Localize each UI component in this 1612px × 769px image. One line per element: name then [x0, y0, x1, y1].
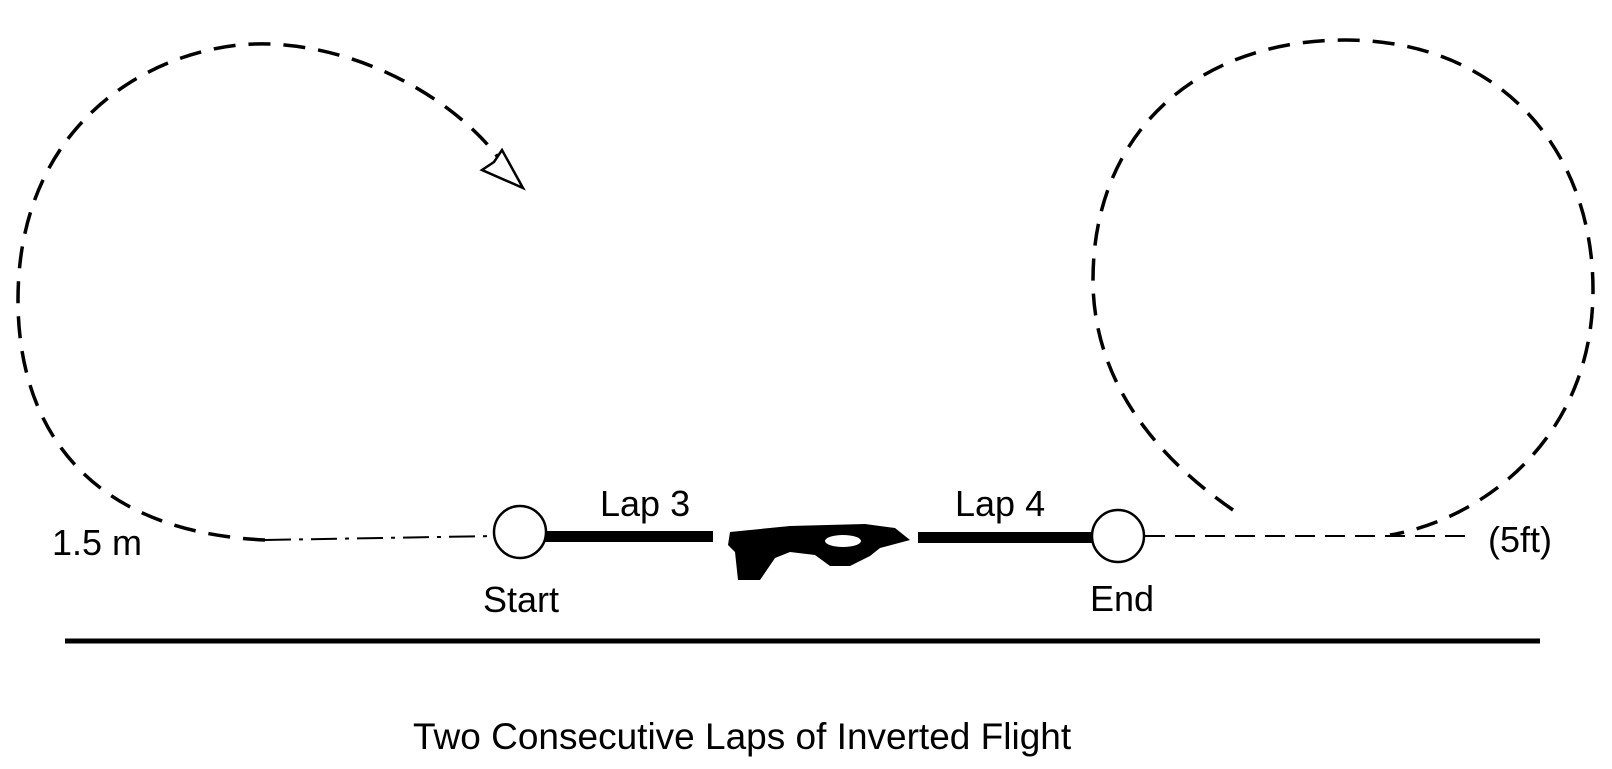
lap-4-segment	[918, 532, 1100, 543]
lap-3-label: Lap 3	[600, 483, 690, 524]
right-loop-path	[1091, 38, 1595, 537]
left-height-line	[264, 535, 496, 541]
diagram-caption: Two Consecutive Laps of Inverted Flight	[413, 716, 1072, 757]
end-label: End	[1090, 578, 1154, 619]
left-loop-path	[16, 42, 502, 542]
start-marker	[492, 504, 548, 560]
end-marker	[1090, 508, 1146, 564]
height-metric-label: 1.5 m	[52, 522, 142, 563]
direction-arrow-icon	[479, 147, 526, 191]
inverted-airplane-icon	[728, 524, 910, 580]
lap-3-segment	[545, 531, 713, 542]
start-label: Start	[483, 579, 559, 620]
height-imperial-label: (5ft)	[1488, 519, 1552, 560]
lap-4-label: Lap 4	[955, 483, 1045, 524]
